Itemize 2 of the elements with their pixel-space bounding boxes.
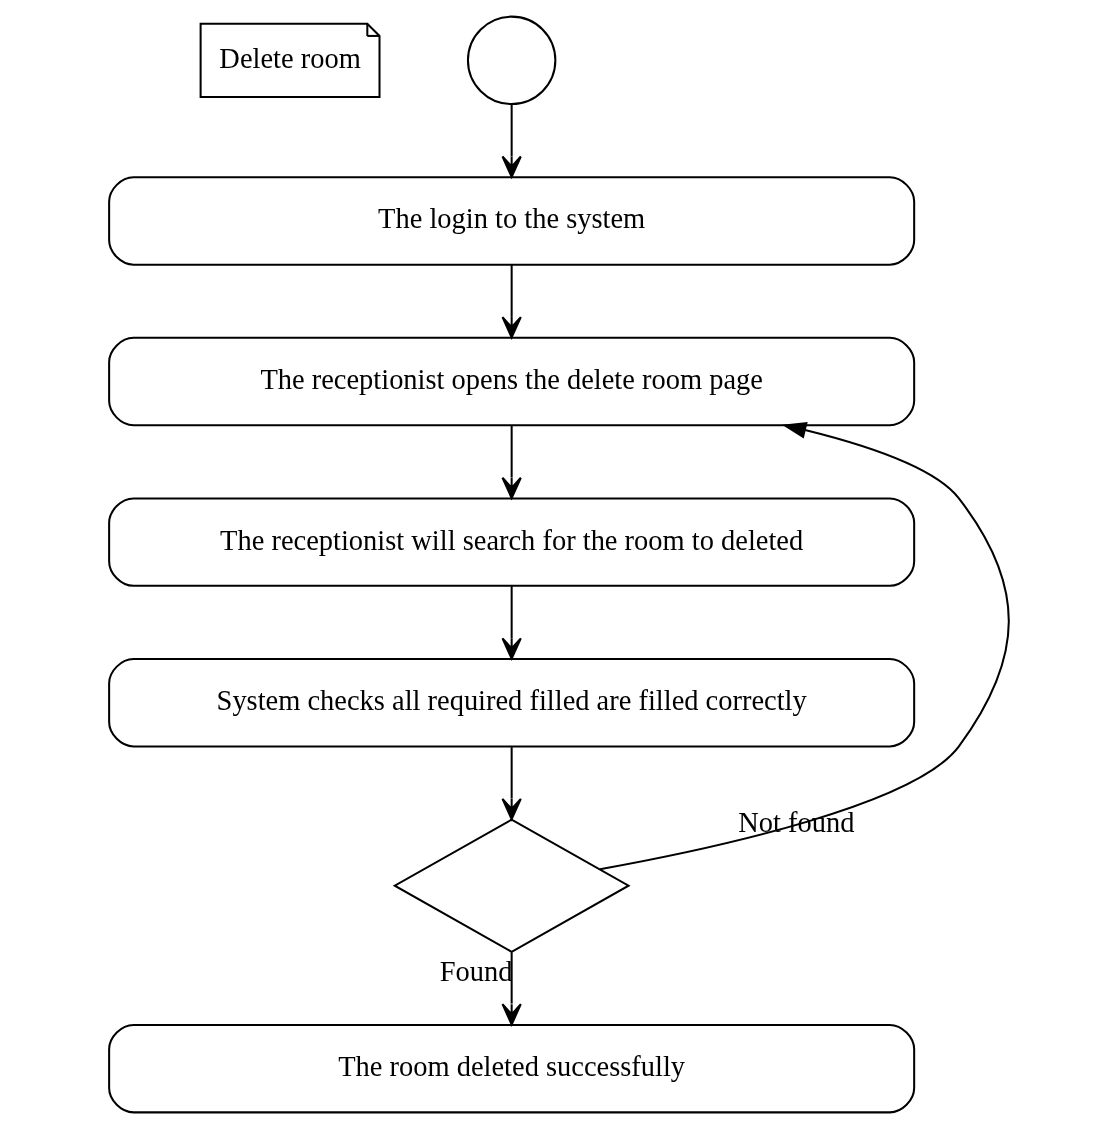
edge-label: Not found — [737, 807, 854, 839]
edge-label: Found — [439, 955, 512, 987]
